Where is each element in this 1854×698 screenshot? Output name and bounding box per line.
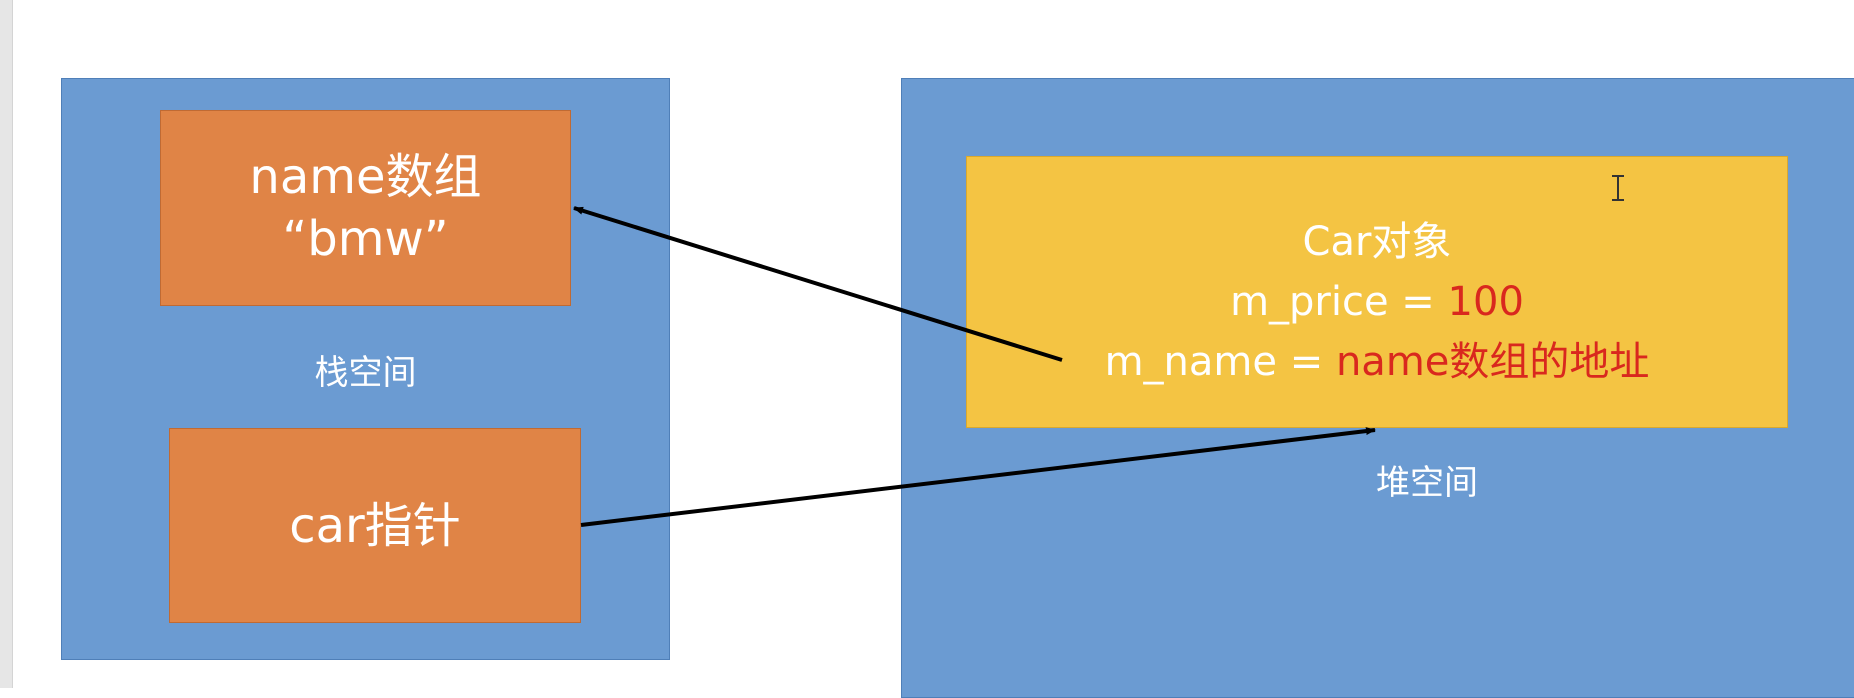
car-pointer-label: car指针 xyxy=(289,497,461,554)
car-object-box: Car对象 m_price = 100 m_name = name数组的地址 xyxy=(966,156,1788,428)
car-object-title: Car对象 xyxy=(1302,219,1452,265)
name-array-box: name数组 “bmw” xyxy=(160,110,571,306)
stack-space-label: 栈空间 xyxy=(314,353,417,393)
text-cursor-icon xyxy=(1612,175,1624,201)
m-name-field: m_name = name数组的地址 xyxy=(1105,332,1650,392)
m-name-value: name数组的地址 xyxy=(1335,339,1650,385)
heap-space-label: 堆空间 xyxy=(1376,463,1478,503)
window-left-edge xyxy=(0,0,13,688)
m-price-field: m_price = 100 xyxy=(1230,272,1524,332)
name-array-value: “bmw” xyxy=(282,211,449,267)
car-pointer-box: car指针 xyxy=(169,428,581,623)
name-array-title: name数组 xyxy=(249,149,482,205)
m-price-value: 100 xyxy=(1447,279,1524,325)
m-price-key: m_price = xyxy=(1230,279,1448,325)
m-name-key: m_name = xyxy=(1104,339,1336,385)
